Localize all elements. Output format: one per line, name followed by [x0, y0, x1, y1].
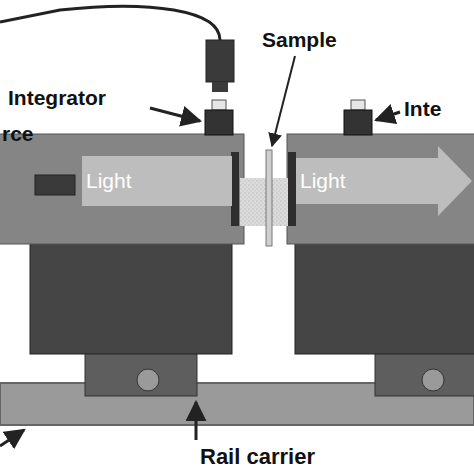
light-label: Light — [300, 169, 346, 193]
stage-block — [295, 236, 474, 354]
rail-carrier — [375, 352, 474, 396]
cable — [0, 6, 220, 40]
integrator — [205, 110, 233, 135]
window — [231, 152, 239, 226]
stage-block — [30, 236, 232, 354]
light-arrow: Light — [82, 156, 232, 206]
part-label: Rail carrier — [200, 444, 315, 470]
leader-arrow — [376, 112, 400, 120]
light-arrow: Light — [296, 146, 472, 216]
sample-plate — [266, 150, 272, 246]
part-label: rce — [2, 122, 34, 146]
arrow-body — [296, 146, 472, 216]
integrator — [344, 110, 372, 135]
detector-housing — [287, 134, 474, 244]
light-label: Light — [86, 169, 132, 193]
leader-arrow — [195, 402, 198, 440]
part-label: Inte — [404, 97, 441, 121]
source-housing — [0, 134, 244, 244]
leader-arrow — [150, 108, 200, 121]
arrow-body — [82, 156, 232, 206]
leader-arrow — [0, 430, 24, 446]
rail-carrier — [85, 352, 197, 396]
part-label: Integrator — [8, 86, 106, 110]
detector-head — [206, 40, 234, 82]
leader-arrow — [272, 56, 295, 146]
window — [288, 152, 296, 226]
fiber-connector — [35, 175, 75, 195]
part-label: Sample — [262, 28, 337, 52]
